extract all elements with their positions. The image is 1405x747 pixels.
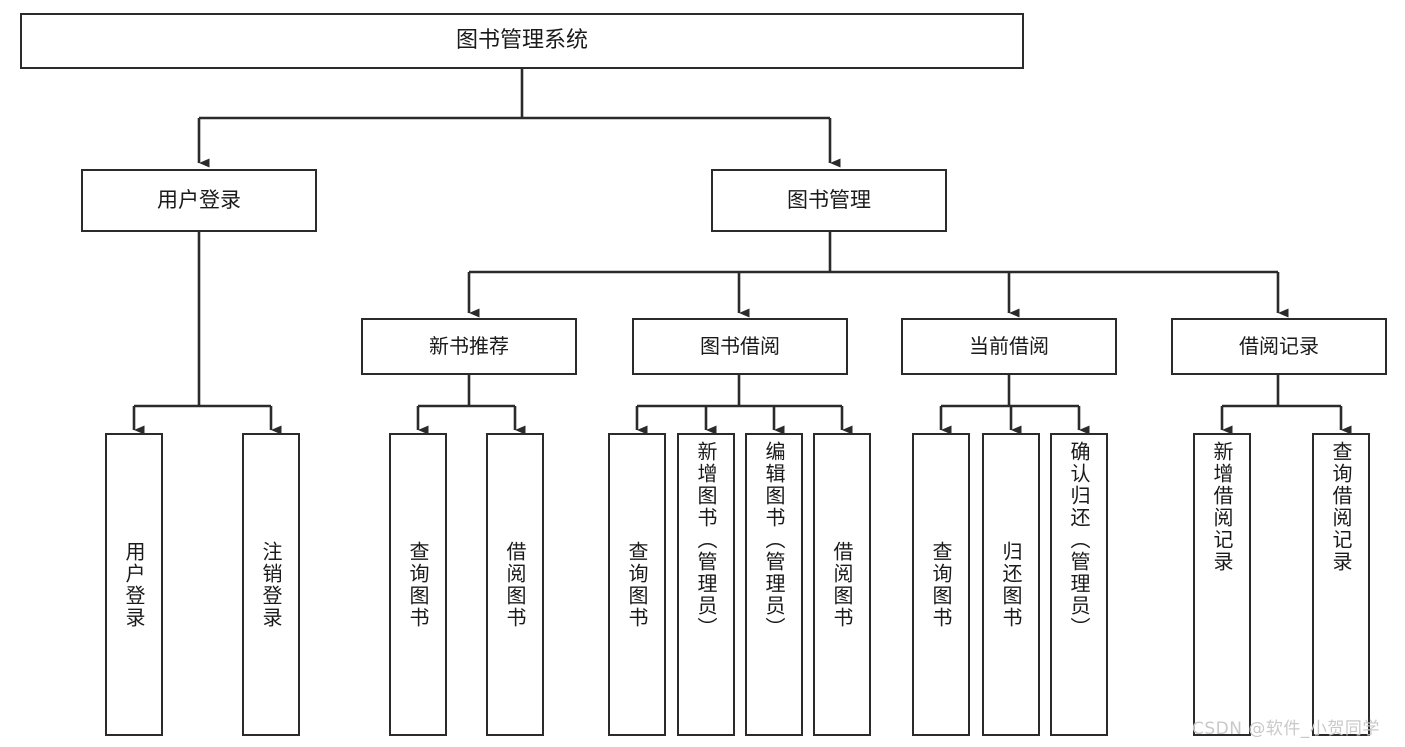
leaf-current-borrow-confirm-return-admin[interactable]: 确认归还（管理员） <box>1050 433 1108 736</box>
leaf-user-login-logout[interactable]: 注销登录 <box>242 433 300 736</box>
csdn-watermark: CSDN @软件_小贺同学 <box>1192 719 1380 739</box>
node-book-management[interactable]: 图书管理 <box>711 169 947 232</box>
node-current-borrow-label: 当前借阅 <box>969 334 1049 359</box>
leaf-current-borrow-query-books-label: 查询图书 <box>929 540 953 629</box>
leaf-current-borrow-return-books[interactable]: 归还图书 <box>982 433 1040 736</box>
leaf-new-book-borrow-books-label: 借阅图书 <box>503 540 527 629</box>
leaf-current-borrow-query-books[interactable]: 查询图书 <box>912 433 970 736</box>
leaf-current-borrow-confirm-return-admin-label: 确认归还（管理员） <box>1067 441 1091 639</box>
leaf-current-borrow-return-books-label: 归还图书 <box>999 540 1023 629</box>
node-book-borrow[interactable]: 图书借阅 <box>632 318 848 375</box>
leaf-new-book-query-books[interactable]: 查询图书 <box>389 433 447 736</box>
leaf-new-book-query-books-label: 查询图书 <box>406 540 430 629</box>
leaf-user-login-login[interactable]: 用户登录 <box>105 433 163 736</box>
leaf-user-login-login-label: 用户登录 <box>122 540 146 629</box>
leaf-borrow-record-query-record-label: 查询借阅记录 <box>1329 441 1353 573</box>
node-book-borrow-label: 图书借阅 <box>700 334 780 359</box>
leaf-book-borrow-borrow-books-label: 借阅图书 <box>830 540 854 629</box>
leaf-book-borrow-edit-book-admin[interactable]: 编辑图书（管理员） <box>745 433 803 736</box>
node-user-login[interactable]: 用户登录 <box>81 169 317 232</box>
leaf-book-borrow-borrow-books[interactable]: 借阅图书 <box>813 433 871 736</box>
leaf-user-login-logout-label: 注销登录 <box>259 540 283 629</box>
leaf-new-book-borrow-books[interactable]: 借阅图书 <box>486 433 544 736</box>
leaf-book-borrow-add-book-admin-label: 新增图书（管理员） <box>694 441 718 639</box>
node-user-login-label: 用户登录 <box>157 187 241 212</box>
leaf-borrow-record-query-record[interactable]: 查询借阅记录 <box>1312 433 1370 736</box>
leaf-borrow-record-add-record-label: 新增借阅记录 <box>1210 441 1234 573</box>
leaf-book-borrow-query-books-label: 查询图书 <box>625 540 649 629</box>
node-root-system[interactable]: 图书管理系统 <box>20 13 1024 69</box>
leaf-borrow-record-add-record[interactable]: 新增借阅记录 <box>1193 433 1251 736</box>
leaf-book-borrow-add-book-admin[interactable]: 新增图书（管理员） <box>677 433 735 736</box>
node-borrow-record-label: 借阅记录 <box>1239 334 1319 359</box>
node-new-book-recommend-label: 新书推荐 <box>429 334 509 359</box>
node-current-borrow[interactable]: 当前借阅 <box>901 318 1117 375</box>
node-book-management-label: 图书管理 <box>787 187 871 212</box>
node-new-book-recommend[interactable]: 新书推荐 <box>361 318 577 375</box>
node-borrow-record[interactable]: 借阅记录 <box>1171 318 1387 375</box>
leaf-book-borrow-edit-book-admin-label: 编辑图书（管理员） <box>762 441 786 639</box>
node-root-system-label: 图书管理系统 <box>455 27 588 53</box>
leaf-book-borrow-query-books[interactable]: 查询图书 <box>608 433 666 736</box>
